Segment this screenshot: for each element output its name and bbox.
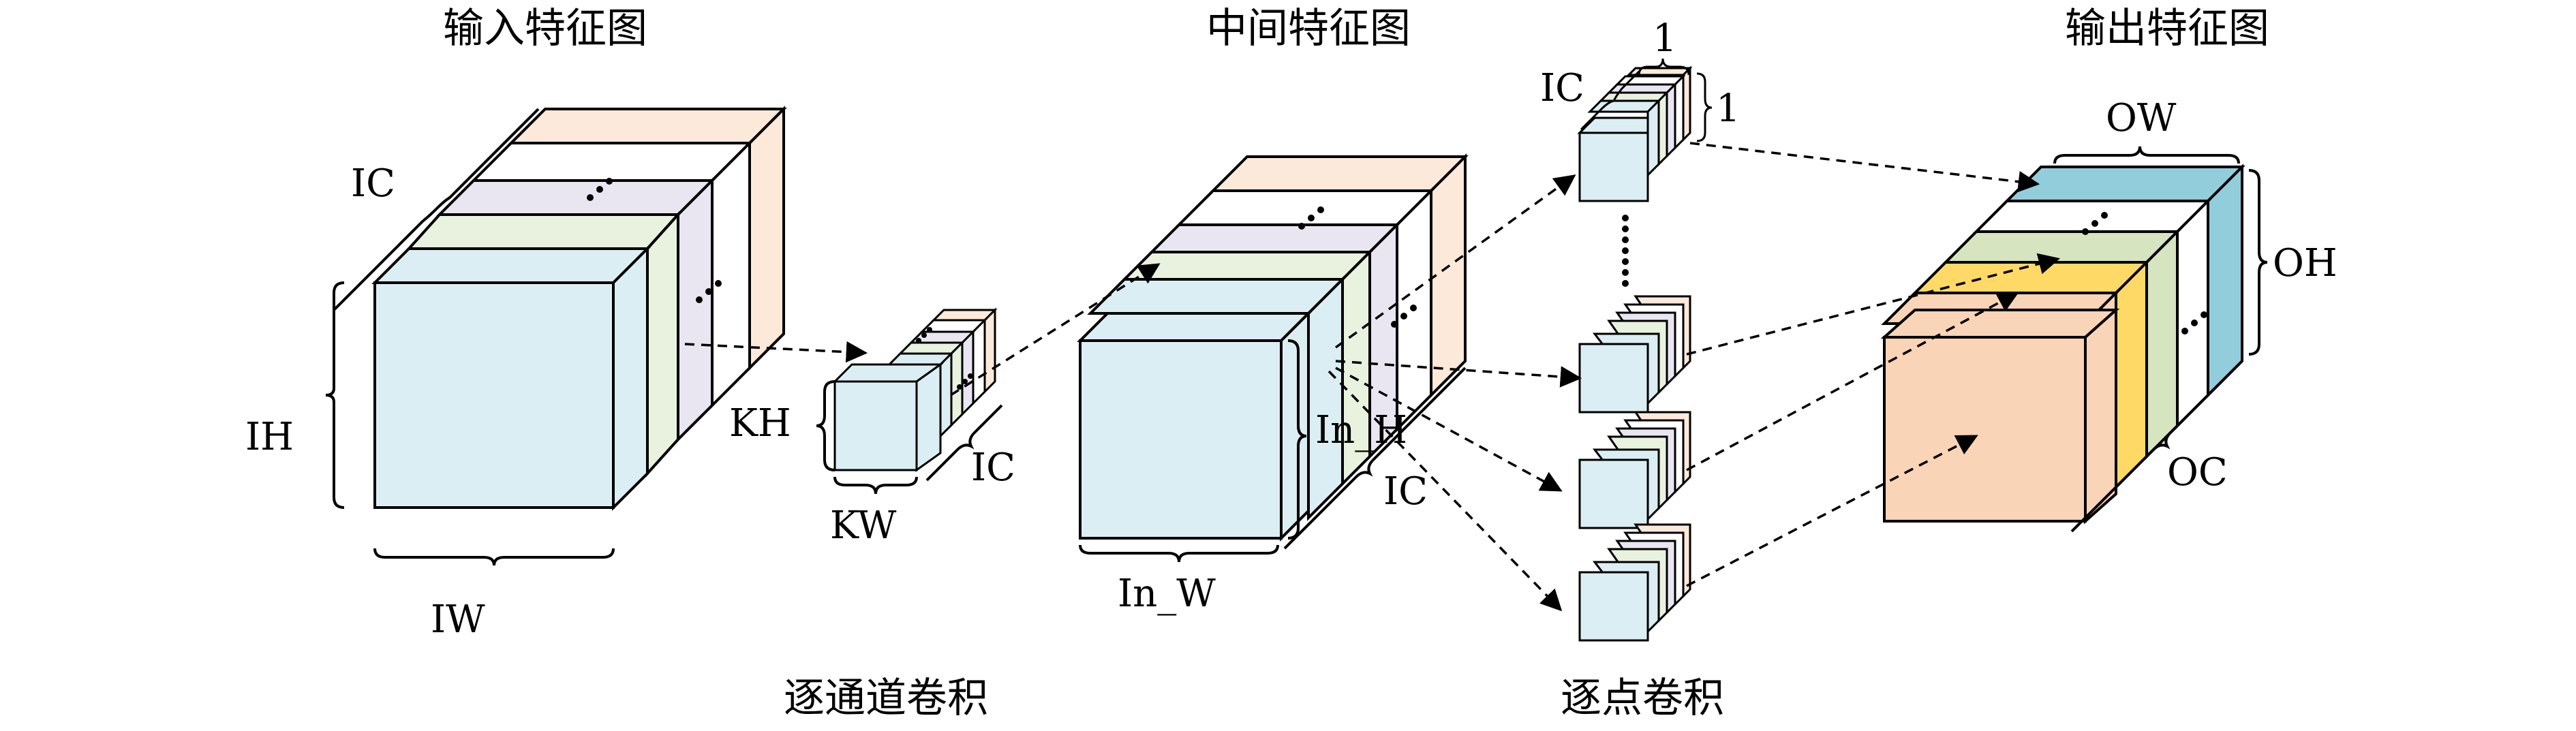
kernel-ellipsis-dots: [916, 327, 973, 390]
arrow-middle-to-pw2: [1335, 360, 1582, 388]
arrow-pw1-to-out: [1689, 142, 2040, 193]
arrow-middle-to-pw4: [1328, 370, 1563, 612]
oc-brace: [2070, 360, 2243, 533]
pointwise-kernel-3: [1578, 411, 1691, 529]
label-oc: OC: [2167, 450, 2228, 495]
label-iw: IW: [431, 597, 485, 642]
label-ow: OW: [2106, 96, 2177, 140]
label-ic-middle: IC: [1383, 469, 1428, 514]
output-ellipsis-dots: [2082, 212, 2207, 335]
ih-brace: [325, 281, 345, 509]
arrow-pw2-to-out: [1686, 253, 2061, 356]
label-ih: IH: [245, 415, 294, 459]
arrow-kernel-to-middle: [950, 263, 1161, 396]
ow-brace: [2053, 146, 2240, 164]
iw-brace: [373, 548, 615, 566]
middle-feature-map: [1079, 153, 1469, 540]
label-ic-kernel: IC: [971, 446, 1015, 490]
pointwise-kernel-4: [1578, 523, 1691, 642]
in-w-brace: [1079, 544, 1279, 563]
kh-brace: [816, 380, 835, 471]
label-kw: KW: [830, 503, 897, 548]
ic-middle-brace: [1283, 367, 1467, 550]
middle-braces: [1079, 339, 1467, 563]
title-middle: 中间特征图: [1206, 5, 1411, 52]
pointwise-kernel-2: [1578, 295, 1691, 414]
middle-ellipsis-dots: [1298, 206, 1417, 328]
caption-pointwise: 逐点卷积: [1561, 674, 1724, 722]
middle-front-face: [1077, 310, 1312, 542]
label-ic-input: IC: [351, 161, 395, 206]
vertical-ellipsis: [1622, 215, 1629, 287]
label-oh: OH: [2273, 241, 2337, 285]
kw-brace: [833, 476, 918, 495]
label-one-top: 1: [1653, 16, 1677, 61]
arrow-middle-to-pw3: [1335, 367, 1563, 492]
ic-input-brace: [333, 108, 540, 311]
label-in-w: In_W: [1118, 572, 1216, 616]
kernel-braces: [816, 380, 1003, 495]
caption-depthwise: 逐通道卷积: [784, 674, 988, 722]
oh-brace: [2248, 169, 2268, 356]
arrow-pw4-to-out: [1686, 435, 1978, 587]
label-one-right: 1: [1716, 87, 1741, 131]
output-braces: [2053, 146, 2268, 533]
input-feature-map: [371, 106, 787, 511]
one-top-brace: [1638, 58, 1690, 76]
kernel-front-face: [832, 362, 944, 472]
label-ic-pointwise: IC: [1540, 66, 1584, 110]
label-kh: KH: [729, 401, 791, 446]
ic-kernel-brace: [925, 404, 1003, 482]
arrow-input-to-kernel: [684, 341, 868, 363]
output-front-face: [1880, 307, 2120, 525]
ic-pointwise-brace: [1580, 70, 1640, 131]
in-h-brace: [1287, 339, 1307, 540]
pointwise-braces: [1580, 58, 1713, 142]
arrow-pw3-to-out: [1686, 292, 2019, 471]
label-in-h: In_H: [1315, 408, 1407, 452]
dashed-arrows: [684, 142, 2061, 612]
input-braces: [325, 108, 615, 566]
title-input: 输入特征图: [443, 5, 647, 52]
one-right-brace: [1696, 72, 1713, 142]
depthwise-kernel: [833, 307, 998, 471]
title-output: 输出特征图: [2065, 5, 2269, 52]
pointwise-kernel-top: [1577, 65, 1693, 202]
input-ellipsis-dots: [587, 178, 722, 303]
